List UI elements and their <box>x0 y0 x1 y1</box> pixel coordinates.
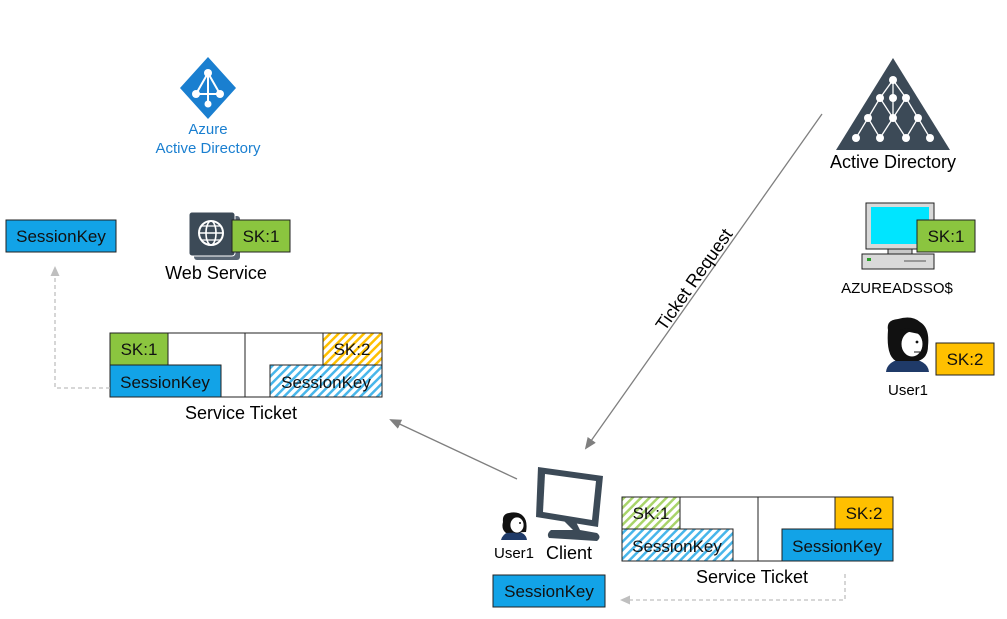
ticket-right-sk1-cell <box>621 496 681 530</box>
azure-label-line1: Azure <box>188 121 227 138</box>
client-to-web-service-arrow <box>389 419 518 480</box>
azureadsso-label: AZUREADSSO$ <box>841 280 953 297</box>
web-service-label: Web Service <box>165 263 267 283</box>
ticket-left-key2: SessionKey <box>281 373 371 392</box>
ticket-left-sk1-cell <box>109 332 169 366</box>
ticket-right-key1: SessionKey <box>632 537 722 556</box>
client-monitor-icon <box>536 467 603 541</box>
client-label: Client <box>546 543 592 563</box>
ticket-left-caption: Service Ticket <box>185 403 297 423</box>
web-service-key-badge: SK:1 <box>231 219 291 253</box>
ticket-left-sk2: SK:2 <box>334 340 371 359</box>
azureadsso-key-badge: SK:1 <box>916 219 976 253</box>
ticket-right-caption: Service Ticket <box>696 567 808 587</box>
ticket-right-key2: SessionKey <box>792 537 882 556</box>
client-sessionkey-box: SessionKey <box>492 574 606 608</box>
ticket-right-key1-cell <box>621 528 734 562</box>
service-ticket-left: SK:1 SessionKey SK:2 SessionKey <box>109 332 383 398</box>
dotted-arrow-to-client-sessionkey <box>620 574 846 605</box>
user-right-key: SK:2 <box>947 350 984 369</box>
left-sessionkey-box: SessionKey <box>5 219 117 253</box>
user-right-icon <box>886 317 929 372</box>
ticket-right-sk1: SK:1 <box>633 504 670 523</box>
user-right-key-badge: SK:2 <box>935 342 995 376</box>
active-directory-icon <box>836 58 950 150</box>
ticket-left-key1-cell <box>109 364 222 398</box>
left-sessionkey-label: SessionKey <box>16 227 106 246</box>
dotted-arrow-to-left-sessionkey <box>50 266 110 389</box>
ticket-left-key2-cell <box>269 364 383 398</box>
active-directory-label: Active Directory <box>830 152 956 172</box>
ticket-request-label: Ticket Request <box>652 225 737 334</box>
ticket-right-sk2: SK:2 <box>846 504 883 523</box>
client-sessionkey-label: SessionKey <box>504 582 594 601</box>
service-ticket-right: SK:1 SessionKey SK:2 SessionKey <box>621 496 894 562</box>
ticket-right-sk2-cell <box>834 496 894 530</box>
ticket-request-arrow <box>584 113 823 450</box>
azureadsso-key: SK:1 <box>928 227 965 246</box>
ticket-left-sk2-cell <box>322 332 383 366</box>
client-user-icon <box>501 512 527 540</box>
client-user-label: User1 <box>494 545 534 562</box>
azure-label-line2: Active Directory <box>155 140 261 157</box>
web-service-key: SK:1 <box>243 227 280 246</box>
ticket-left-key1: SessionKey <box>120 373 210 392</box>
ticket-right-key2-cell <box>781 528 894 562</box>
user-right-label: User1 <box>888 382 928 399</box>
ticket-left-sk1: SK:1 <box>121 340 158 359</box>
azure-ad-icon <box>180 57 236 119</box>
